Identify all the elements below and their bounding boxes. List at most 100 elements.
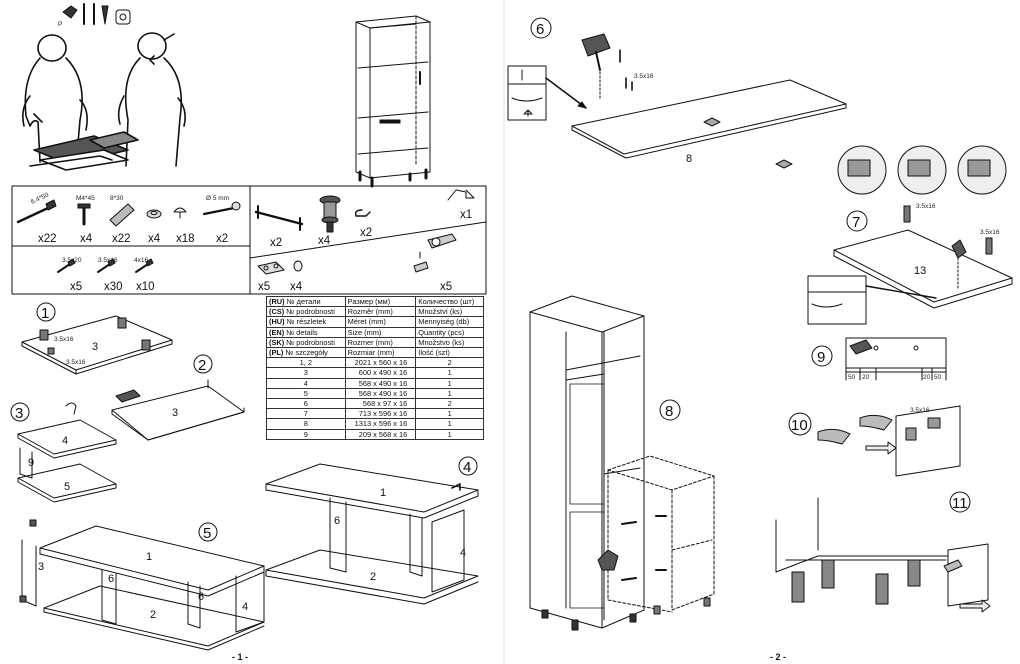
panel-label-6-step4: 6 xyxy=(334,515,340,527)
part-size-cell: 713 x 596 x 16 xyxy=(344,408,417,420)
dim-20-left: 20 xyxy=(862,374,870,381)
part-qty-cell: 2 xyxy=(415,357,484,369)
step-11-diagram xyxy=(775,491,991,613)
panel-label-13: 13 xyxy=(914,265,926,277)
step-4-number: 4 xyxy=(463,459,471,476)
step-8-number: 8 xyxy=(665,403,673,420)
part-size-cell: 1313 x 596 x 16 xyxy=(344,418,417,430)
label-screw-4x16: 4x16 xyxy=(134,257,148,264)
part-qty-cell: 1 xyxy=(415,408,484,420)
header-part-cell: (CS) № podrobnosti xyxy=(266,306,346,318)
part-number-cell: 6 xyxy=(266,398,346,410)
panel-label-6b-step5: 6 xyxy=(198,591,204,603)
panel-label-9-step3: 9 xyxy=(28,457,34,469)
qty-plate: x5 xyxy=(258,281,270,293)
part-number-cell: 7 xyxy=(266,408,346,420)
header-part-cell: (PL) № szczegóły xyxy=(266,347,346,359)
qty-bolt-m4: x4 xyxy=(80,233,93,245)
step-3-number: 3 xyxy=(15,405,23,422)
qty-hinge: x5 xyxy=(440,281,452,293)
cabinet-overview xyxy=(355,15,431,188)
header-size-cell: Rozměr (mm) xyxy=(344,306,417,318)
part-number-cell: 5 xyxy=(266,387,346,400)
part-qty-cell: 2 xyxy=(415,398,484,410)
screw-annotations: 3.5x16 3.5x16 3.5x16 3.5x16 3.5x16 3.5x1… xyxy=(54,73,1000,414)
step-9-number: 9 xyxy=(817,349,825,366)
part-size-cell: 600 x 490 x 16 xyxy=(344,367,417,379)
qty-cam-bolt: x2 xyxy=(216,233,228,245)
header-qty-cell: Množstvo (ks) xyxy=(415,336,484,349)
panel-label-1-step4: 1 xyxy=(380,487,386,499)
header-qty-cell: Ilość (szt) xyxy=(415,347,484,359)
header-part-cell: (SK) № podrobnosti xyxy=(266,336,346,349)
panel-label-4-step5: 4 xyxy=(242,601,248,613)
header-qty-cell: Количество (шт) xyxy=(415,295,484,308)
qty-wood-screw: x5 xyxy=(70,281,82,293)
qty-hex-key: x1 xyxy=(460,209,472,221)
header-qty-cell: Množství (ks) xyxy=(415,306,484,318)
language-code: (CS) xyxy=(269,307,285,317)
part-number-cell: 9 xyxy=(266,428,346,440)
panel-label-6-step5: 6 xyxy=(108,573,114,585)
panel-label-4-step4: 4 xyxy=(460,547,466,559)
step-10-diagram xyxy=(788,405,961,477)
dim-20-right: 20 xyxy=(923,374,931,381)
header-size-cell: Rozmer (mm) xyxy=(344,336,417,349)
tools-icon: P xyxy=(58,3,131,28)
step-2-diagram xyxy=(111,354,245,441)
step-11-number: 11 xyxy=(952,495,968,512)
step-7-number: 7 xyxy=(852,214,860,231)
step-numbers: 1 2 3 4 5 6 7 8 9 10 11 xyxy=(15,21,968,542)
part-qty-cell: 1 xyxy=(415,418,484,430)
part-number-cell: 4 xyxy=(266,377,346,389)
language-code: (EN) xyxy=(269,327,285,337)
part-qty-cell: 1 xyxy=(415,377,484,389)
part-number-cell: 1, 2 xyxy=(266,357,346,369)
step-5-diagram xyxy=(19,519,265,651)
part-size-cell: 568 x 490 x 16 xyxy=(344,377,417,389)
header-qty-cell: Mennyiség (db) xyxy=(415,316,484,328)
hardware-labels: 6.4*50 M4*45 8*30 Ø 5 mm 3.5x20 3.5x16 4… xyxy=(30,191,472,293)
dim-50-left: 50 xyxy=(848,374,856,381)
annot-35x16-step7b: 3.5x16 xyxy=(980,229,1000,236)
header-part-label: № szczegóły xyxy=(285,348,328,358)
language-code: (HU) xyxy=(269,317,285,327)
page-number-right: - 2 - xyxy=(770,652,786,662)
part-number-cell: 8 xyxy=(266,418,346,430)
part-size-cell: 568 x 97 x 16 xyxy=(344,398,417,410)
step-3-diagram xyxy=(10,402,117,503)
part-size-cell: 568 x 490 x 16 xyxy=(344,387,417,400)
header-size-cell: Размер (мм) xyxy=(344,295,417,308)
qty-cap: x18 xyxy=(176,233,195,245)
header-part-label: № podrobnosti xyxy=(286,337,335,347)
header-part-label: № podrobnosti xyxy=(286,307,335,317)
panel-label-5-step3: 5 xyxy=(64,481,70,493)
header-part-label: № details xyxy=(286,327,318,337)
header-part-label: № детали xyxy=(286,297,321,306)
part-size-cell: 209 x 568 x 16 xyxy=(344,428,417,440)
panel-labels: 3 3 4 9 5 1 6 4 2 1 3 6 6 4 2 8 13 xyxy=(28,153,926,621)
svg-text:P: P xyxy=(58,21,62,28)
annot-35x16-step7a: 3.5x16 xyxy=(916,203,936,210)
annot-35x16-step10: 3.5x16 xyxy=(910,407,930,414)
step-4-diagram xyxy=(265,456,479,605)
part-qty-cell: 1 xyxy=(415,387,484,400)
step-5-number: 5 xyxy=(203,525,211,542)
qty-dowel: x22 xyxy=(112,233,131,245)
label-screw-35x16: 3.5x16 xyxy=(98,257,118,264)
annot-35x16-step1a: 3.5x16 xyxy=(54,336,74,343)
header-size-cell: Méret (mm) xyxy=(344,316,417,328)
qty-cam-nut: x4 xyxy=(148,233,161,245)
